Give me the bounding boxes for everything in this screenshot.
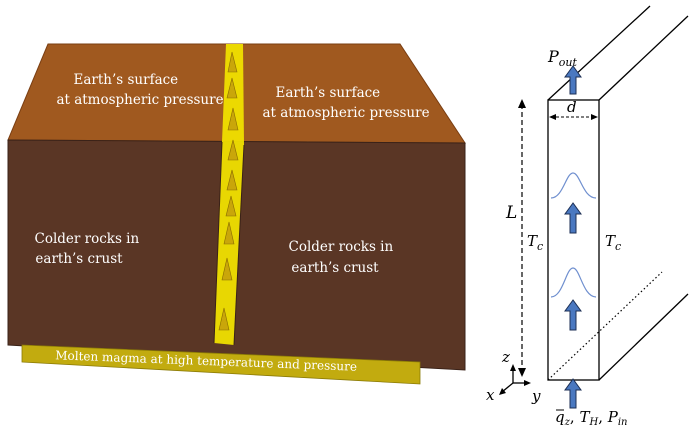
flow-cone	[225, 195, 237, 217]
d-arrowhead-right	[591, 114, 598, 120]
earth-block: Earth’s surface at atmospheric pressure …	[7, 43, 466, 385]
dike-edge-left	[213, 141, 223, 344]
slab-right-edge	[598, 293, 689, 381]
flow-arrow-upper	[564, 202, 582, 234]
axis-z-label: z	[501, 348, 510, 366]
y-axis-arrowhead	[524, 380, 531, 386]
surface-label-left: Earth’s surface at atmospheric pressure	[56, 72, 223, 108]
flow-cone	[227, 51, 238, 73]
flow-arrow-out	[564, 65, 582, 95]
flow-cones	[218, 51, 239, 331]
d-label: d	[567, 98, 577, 116]
surface-label-right: Earth’s surface at atmospheric pressure	[262, 85, 429, 121]
dike-edge-right	[233, 144, 245, 346]
flow-cone	[218, 307, 230, 331]
temperature-profile-lower	[550, 267, 597, 298]
flow-cone	[226, 77, 238, 99]
tc-right-label: Tc	[605, 232, 621, 253]
tc-left-label: Tc	[527, 232, 543, 253]
flow-cone	[221, 257, 233, 281]
magma-layer	[21, 344, 421, 385]
axis-x-label: x	[486, 386, 495, 404]
axis-y-label: y	[531, 387, 541, 405]
slab-schematic	[499, 5, 689, 395]
slab-top-edge-right	[598, 15, 689, 101]
flow-cone	[223, 221, 235, 245]
slab-front-face	[547, 99, 600, 381]
temperature-profile-upper	[550, 172, 597, 199]
flow-arrow-lower	[564, 299, 582, 331]
inlet-conditions-label: qz, TH, Pin	[555, 408, 627, 427]
flow-arrow-in	[564, 378, 582, 409]
z-axis-arrowhead	[510, 364, 516, 371]
l-arrowhead-top	[518, 99, 526, 108]
slab-hidden-edge	[547, 271, 663, 381]
slab-top-edge-left	[547, 5, 651, 101]
p-out-label: Pout	[547, 47, 577, 69]
x-axis-arrowhead	[499, 388, 506, 395]
l-label: L	[505, 203, 517, 223]
magma-dike	[214, 44, 244, 345]
flow-cone	[226, 169, 238, 191]
crust-label-right: Colder rocks in earth’s crust	[288, 239, 397, 276]
flow-cone	[227, 107, 239, 131]
l-arrowhead-bottom	[518, 368, 526, 377]
d-arrowhead-left	[549, 114, 556, 120]
flow-arrows	[564, 65, 582, 409]
flow-cone	[227, 139, 239, 161]
crust-label-left: Colder rocks in earth’s crust	[34, 231, 143, 267]
